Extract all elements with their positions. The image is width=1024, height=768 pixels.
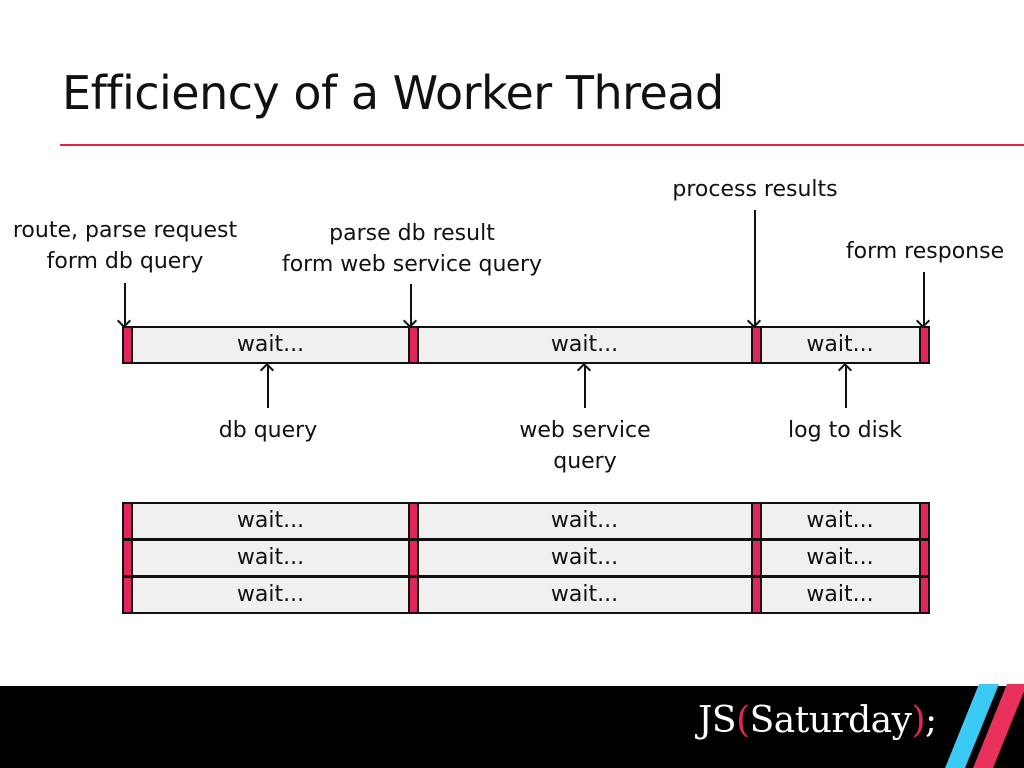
logo-close-paren: ) xyxy=(911,700,926,741)
segment-wait: wait... xyxy=(550,508,619,533)
tick-mid-2 xyxy=(751,504,762,538)
tick-end xyxy=(919,328,930,362)
arrow-process xyxy=(754,210,756,325)
timeline-single: wait... wait... wait... xyxy=(122,326,930,364)
label-web-service: web service query xyxy=(500,415,670,477)
label-process-results: process results xyxy=(672,177,838,202)
segment-wait: wait... xyxy=(550,582,619,607)
arrow-web-service xyxy=(584,366,586,408)
segment-wait: wait... xyxy=(550,545,619,570)
logo-open-paren: ( xyxy=(736,700,750,741)
arrow-db-query xyxy=(267,366,269,408)
tick-start xyxy=(122,328,133,362)
segment-wait-log: wait... xyxy=(806,332,874,357)
logo-prefix: JS xyxy=(698,700,737,741)
label-parse-db-line2: form web service query xyxy=(281,252,543,277)
label-route-parse: route, parse request form db query xyxy=(10,215,240,277)
segment-wait-web: wait... xyxy=(550,332,619,357)
tick-mid-1 xyxy=(408,541,419,575)
tick-start xyxy=(122,578,133,612)
title-rule xyxy=(60,144,1024,146)
segment-wait: wait... xyxy=(806,582,874,607)
timeline-stacked-2: wait... wait... wait... xyxy=(122,539,930,577)
label-route-line1: route, parse request xyxy=(12,218,238,243)
label-web-service-line1: web service xyxy=(519,418,651,443)
timeline-stacked-1: wait... wait... wait... xyxy=(122,502,930,540)
tick-mid-2 xyxy=(751,578,762,612)
arrow-route xyxy=(124,283,126,325)
tick-parse-db xyxy=(408,328,419,362)
tick-end xyxy=(919,541,930,575)
segment-wait: wait... xyxy=(236,545,305,570)
footer-bar xyxy=(0,686,1024,768)
logo-word: Saturday xyxy=(749,700,912,741)
segment-wait: wait... xyxy=(236,582,305,607)
arrow-log-disk xyxy=(845,366,847,408)
slide-title: Efficiency of a Worker Thread xyxy=(62,66,724,120)
logo-suffix: ; xyxy=(925,700,937,741)
arrow-form-response xyxy=(923,272,925,325)
label-parse-db: parse db result form web service query xyxy=(272,218,552,280)
tick-end xyxy=(919,504,930,538)
timeline-stacked-3: wait... wait... wait... xyxy=(122,576,930,614)
tick-mid-2 xyxy=(751,541,762,575)
jssaturday-logo: JS(Saturday); xyxy=(698,700,937,741)
label-route-line2: form db query xyxy=(46,249,204,274)
label-log-disk: log to disk xyxy=(788,418,902,443)
tick-mid-1 xyxy=(408,578,419,612)
segment-wait: wait... xyxy=(806,545,874,570)
segment-wait: wait... xyxy=(806,508,874,533)
label-parse-db-line1: parse db result xyxy=(329,221,495,246)
segment-wait-db: wait... xyxy=(236,332,305,357)
tick-mid-1 xyxy=(408,504,419,538)
segment-wait: wait... xyxy=(236,508,305,533)
tick-start xyxy=(122,541,133,575)
tick-end xyxy=(919,578,930,612)
tick-start xyxy=(122,504,133,538)
label-db-query: db query xyxy=(218,418,318,443)
arrow-parse-db xyxy=(410,284,412,325)
tick-process xyxy=(751,328,762,362)
label-web-service-line2: query xyxy=(553,449,617,474)
label-form-response: form response xyxy=(845,239,1005,264)
